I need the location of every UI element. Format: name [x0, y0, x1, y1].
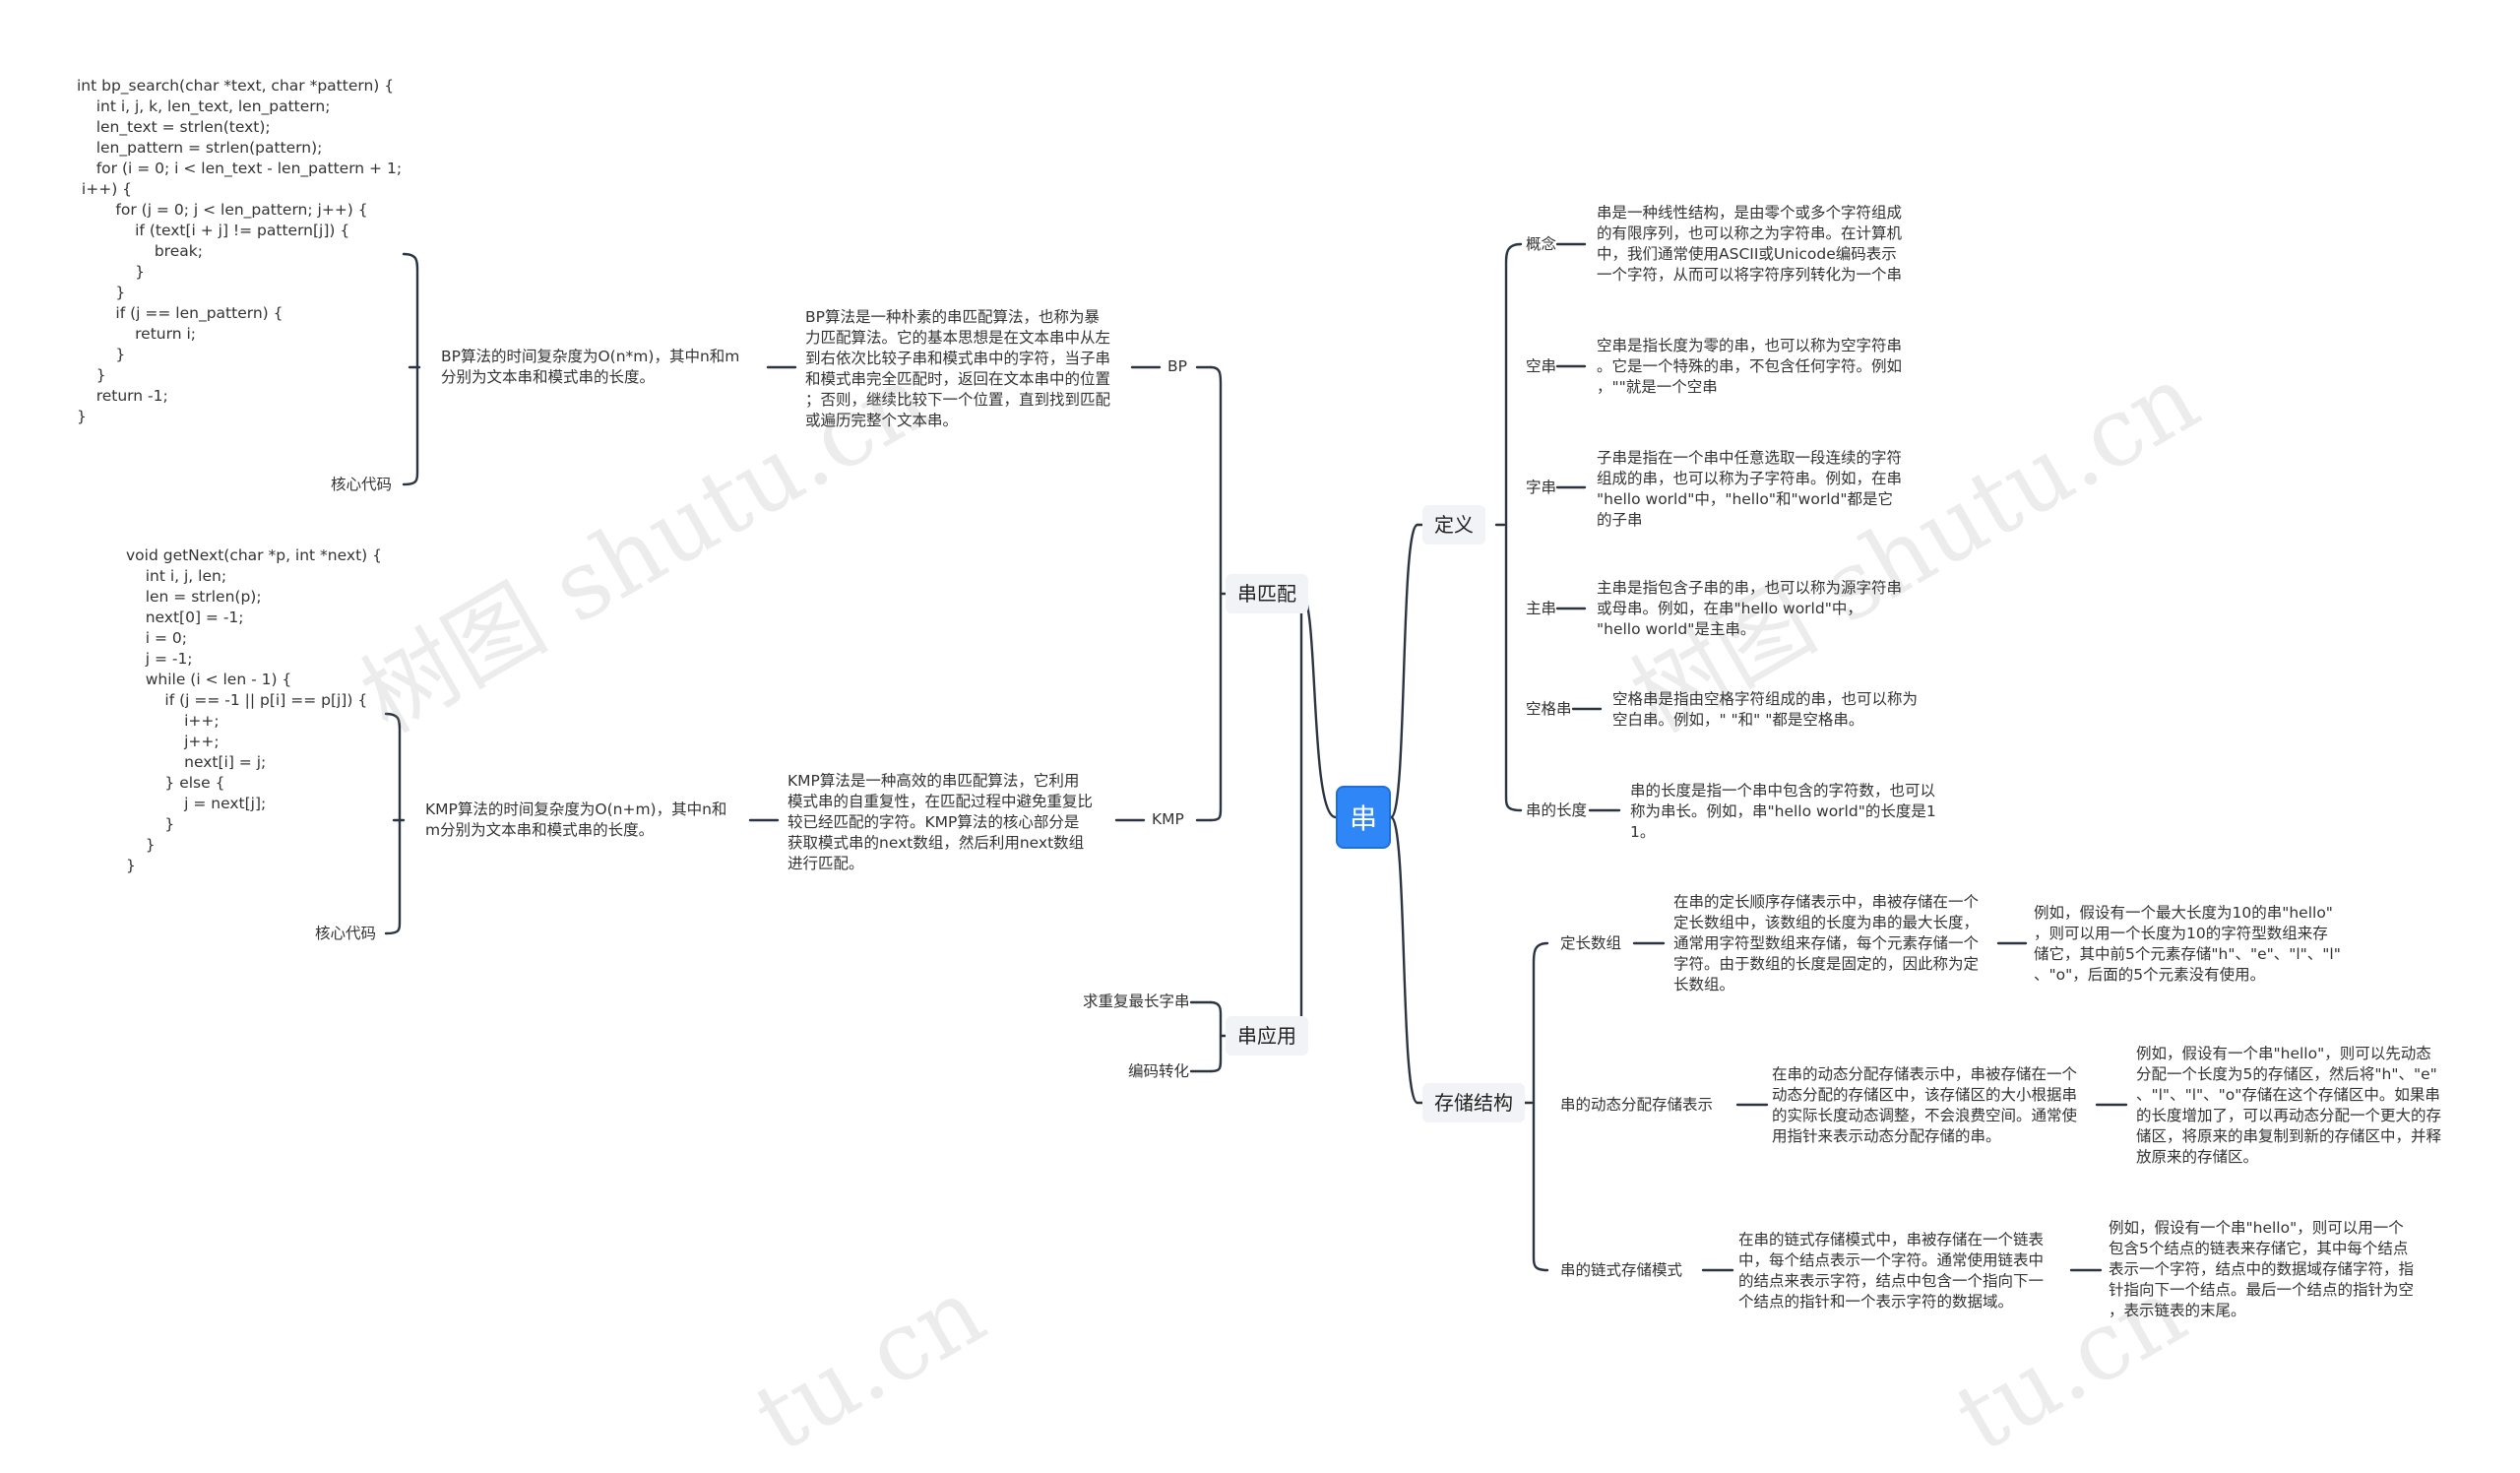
kmp-core-code-label[interactable]: 核心代码 [315, 925, 377, 942]
application-item[interactable]: 编码转化 [1128, 1062, 1190, 1080]
definition-item-label[interactable]: 主串 [1526, 600, 1557, 617]
storage-item-example: 例如，假设有一个串"hello"，则可以先动态 分配一个长度为5的存储区，然后将… [2136, 1045, 2442, 1166]
storage-item-example: 例如，假设有一个串"hello"，则可以用一个 包含5个结点的链表来存储它，其中… [2109, 1219, 2415, 1319]
connector-lines [384, 242, 2128, 1272]
storage-item-text: 在串的定长顺序存储表示中，串被存储在一个 定长数组中，该数组的长度为串的最大长度… [1673, 893, 1980, 993]
topic-application[interactable]: 串应用 [1226, 1016, 1308, 1056]
definition-item-text: 子串是指在一个串中任意选取一段连续的字符 组成的串，也可以称为子字符串。例如，在… [1597, 449, 1903, 529]
definition-item-label[interactable]: 字串 [1526, 479, 1557, 496]
topic-definition[interactable]: 定义 [1422, 505, 1485, 544]
bp-core-code-label[interactable]: 核心代码 [331, 476, 393, 493]
topic-matching[interactable]: 串匹配 [1226, 574, 1308, 613]
node-kmp[interactable]: KMP [1152, 810, 1184, 828]
definition-item-text: 串的长度是指一个串中包含的字符数，也可以 称为串长。例如，串"hello wor… [1630, 782, 1936, 841]
kmp-description: KMP算法是一种高效的串匹配算法，它利用 模式串的自重复性，在匹配过程中避免重复… [788, 772, 1094, 872]
bp-description: BP算法是一种朴素的串匹配算法，也称为暴 力匹配算法。它的基本思想是在文本串中从… [805, 308, 1111, 429]
storage-item-example: 例如，假设有一个最大长度为10的串"hello" ，则可以用一个长度为10的字符… [2034, 904, 2341, 984]
storage-item-label[interactable]: 定长数组 [1560, 934, 1622, 952]
storage-item-label[interactable]: 串的链式存储模式 [1560, 1261, 1683, 1279]
bp-complexity: BP算法的时间复杂度为O(n*m)，其中n和m 分别为文本串和模式串的长度。 [441, 348, 740, 386]
definition-item-text: 主串是指包含子串的串，也可以称为源字符串 或母串。例如，在串"hello wor… [1597, 579, 1903, 638]
definition-item-label[interactable]: 空格串 [1526, 700, 1572, 718]
definition-item-text: 空串是指长度为零的串，也可以称为空字符串 。它是一个特殊的串，不包含任何字符。例… [1597, 337, 1903, 396]
storage-item-text: 在串的链式存储模式中，串被存储在一个链表 中，每个结点表示一个字符。通常使用链表… [1738, 1231, 2045, 1311]
kmp-code-block: void getNext(char *p, int *next) { int i… [126, 546, 382, 874]
topic-storage[interactable]: 存储结构 [1422, 1083, 1525, 1122]
definition-item-label[interactable]: 串的长度 [1526, 801, 1588, 819]
bp-code-block: int bp_search(char *text, char *pattern)… [77, 77, 403, 425]
root-node[interactable]: 串 [1336, 786, 1391, 849]
storage-item-text: 在串的动态分配存储表示中，串被存储在一个 动态分配的存储区中，该存储区的大小根据… [1772, 1065, 2078, 1145]
definition-item-text: 串是一种线性结构，是由零个或多个字符组成 的有限序列，也可以称之为字符串。在计算… [1597, 204, 1903, 284]
storage-item-label[interactable]: 串的动态分配存储表示 [1560, 1096, 1714, 1114]
definition-item-label[interactable]: 概念 [1526, 235, 1557, 253]
kmp-complexity: KMP算法的时间复杂度为O(n+m)，其中n和 m分别为文本串和模式串的长度。 [425, 801, 727, 839]
definition-item-text: 空格串是指由空格字符组成的串，也可以称为 空白串。例如，" "和" "都是空格串… [1612, 690, 1919, 729]
application-item[interactable]: 求重复最长字串 [1083, 993, 1190, 1010]
node-bp[interactable]: BP [1167, 357, 1187, 375]
definition-item-label[interactable]: 空串 [1526, 357, 1557, 375]
